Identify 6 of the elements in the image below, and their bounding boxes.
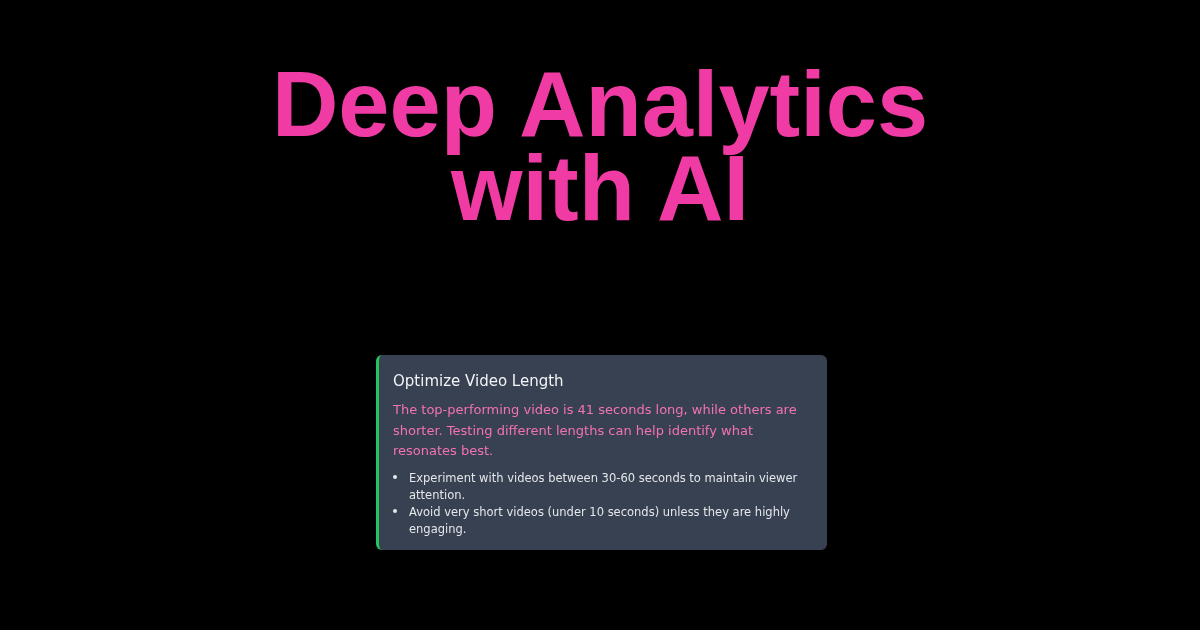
tip-card [376,355,827,550]
card-description: The top-performing video is 41 seconds long, while others are shorter. Testing different lengths can help identify what resonates best. [393,401,798,460]
bullet-item: Avoid very short videos (under 10 seconds) unless they are highly engaging. [393,503,811,538]
bullet-item: Experiment with videos between 30-60 seconds to maintain viewer attention. [393,469,811,504]
page-title: Deep Analytics with AI [270,62,930,230]
card-heading: Optimize Video Length [393,372,565,390]
